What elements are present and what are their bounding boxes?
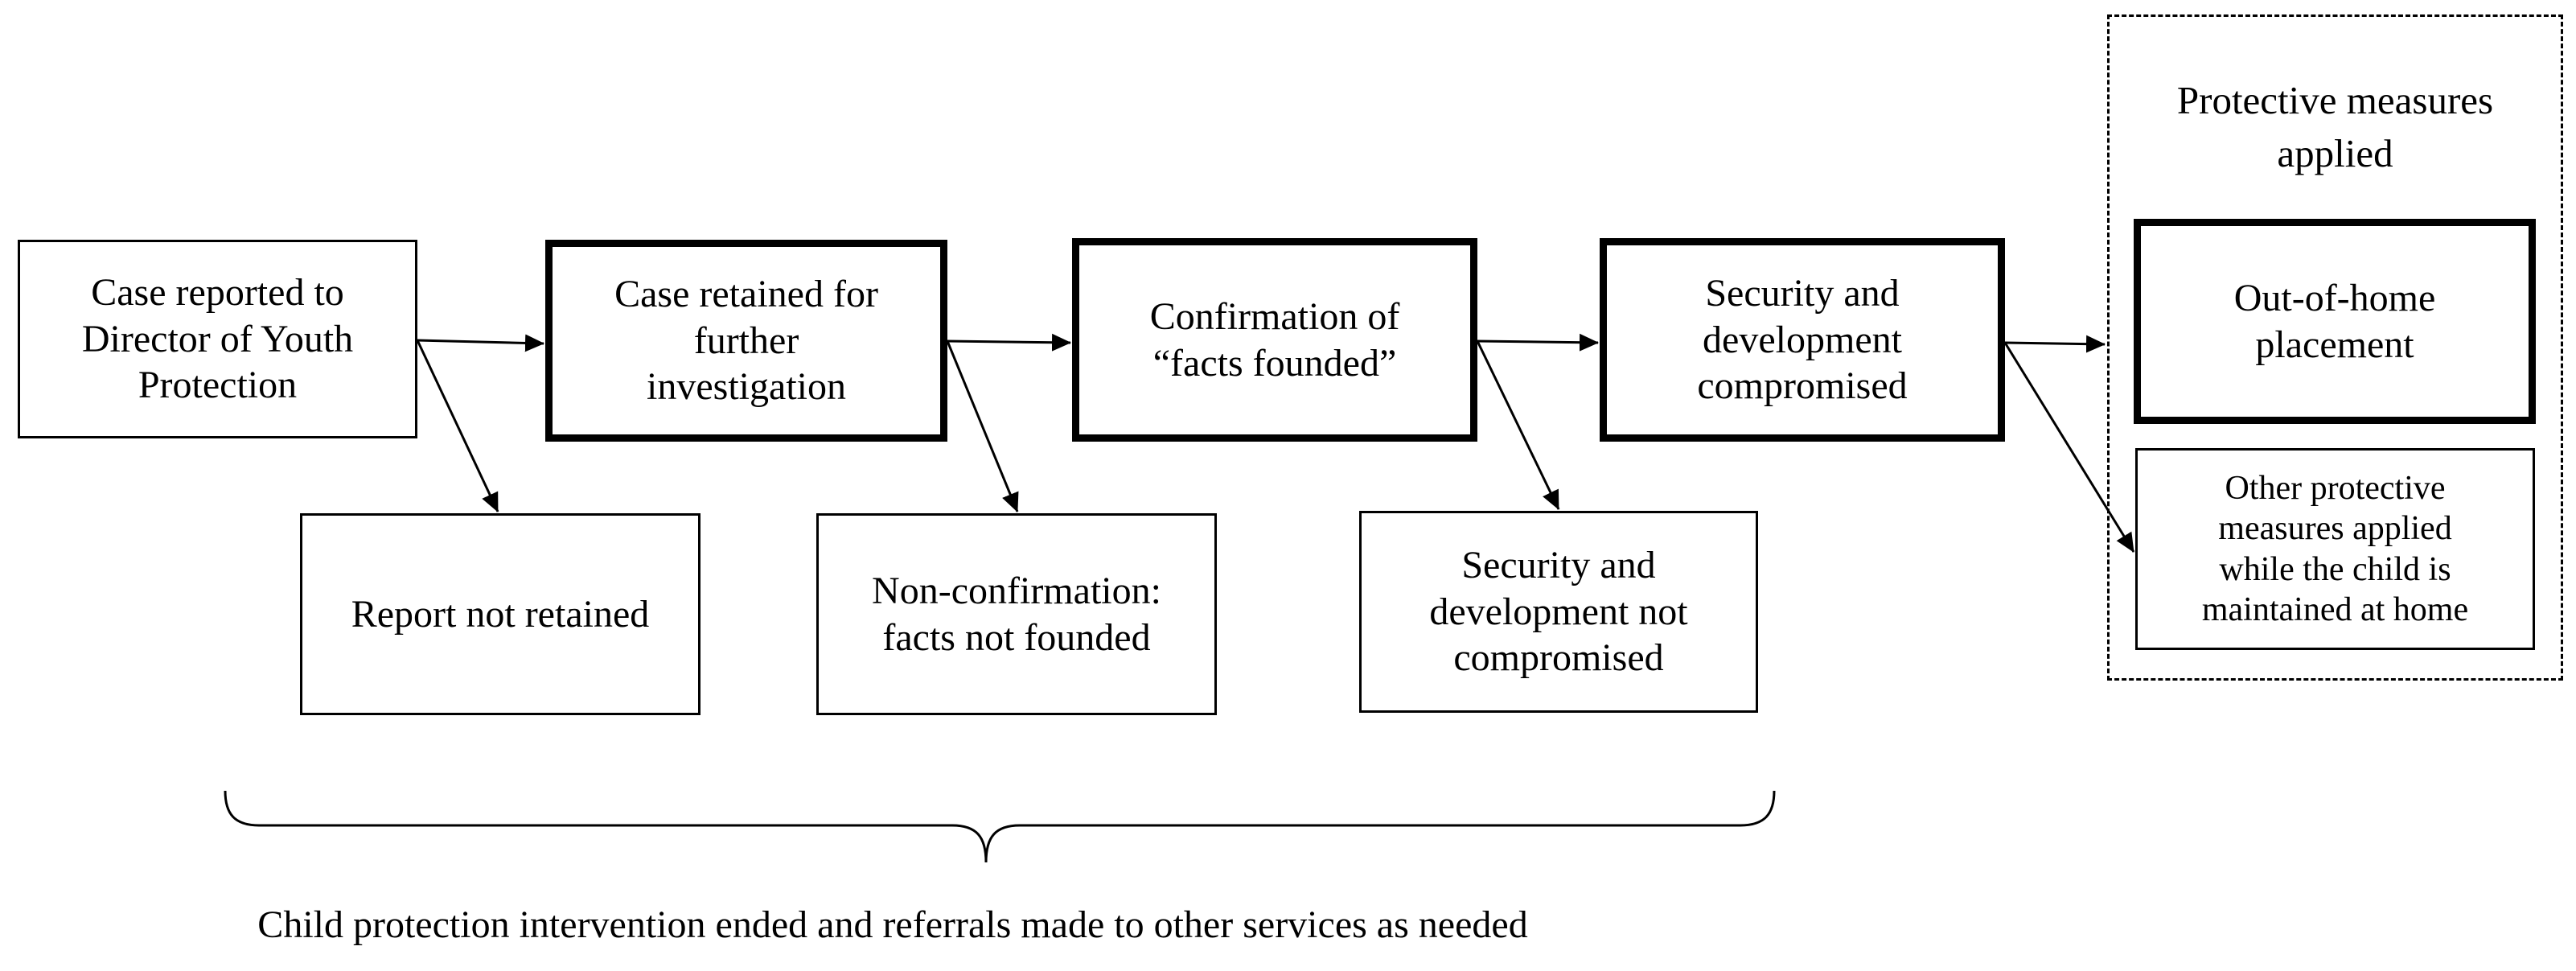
arrow-confirmation-to-compromised <box>1477 333 1599 352</box>
report-not-retained-box: Report not retained <box>300 513 700 715</box>
protective-measures-title: Protective measures applied <box>2176 78 2494 176</box>
protective-measures-group <box>2107 14 2563 681</box>
security-compromised-box: Security and development compromised <box>1600 238 2005 442</box>
case-reported-box: Case reported to Director of Youth Prote… <box>18 240 417 438</box>
security-not-compromised-box: Security and development not compromised <box>1359 511 1758 713</box>
arrow-compromised-to-other-measures <box>2003 342 2135 553</box>
intervention-ended-caption: Child protection intervention ended and … <box>257 903 1528 946</box>
arrow-confirmation-to-not-compromised <box>1476 340 1560 510</box>
arrow-reported-to-not-retained <box>416 339 499 512</box>
arrow-retained-to-non-confirmation <box>946 340 1019 512</box>
arrow-compromised-to-placement <box>2004 335 2106 353</box>
case-retained-box: Case retained for further investigation <box>545 240 947 442</box>
curly-brace <box>224 790 1776 863</box>
non-confirmation-box: Non-confirmation: facts not founded <box>816 513 1217 715</box>
out-of-home-placement-box: Out-of-home placement <box>2134 219 2536 424</box>
arrow-retained-to-confirmation <box>947 333 1071 352</box>
other-protective-measures-box: Other protective measures applied while … <box>2135 448 2535 650</box>
arrow-reported-to-retained <box>417 334 544 352</box>
confirmation-box: Confirmation of “facts founded” <box>1072 238 1477 442</box>
